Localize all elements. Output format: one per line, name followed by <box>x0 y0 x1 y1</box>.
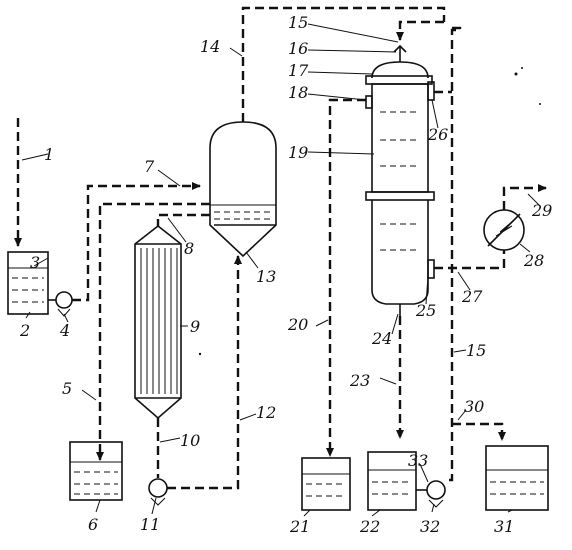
pump-32 <box>426 480 446 508</box>
label-10: 10 <box>180 431 200 450</box>
label-31: 31 <box>494 517 514 536</box>
number-labels: 1 2 3 4 5 6 7 8 9 10 11 12 13 14 15 16 1… <box>19 13 552 536</box>
stream-14-line <box>241 6 446 122</box>
leader-lines <box>21 23 541 517</box>
label-15-top: 15 <box>288 13 308 32</box>
label-15-right: 15 <box>466 341 486 360</box>
separator-13 <box>209 121 277 258</box>
label-20: 20 <box>287 315 308 334</box>
tank-31 <box>485 445 549 511</box>
label-24: 24 <box>371 329 392 348</box>
tank-22 <box>367 451 417 511</box>
distillation-column-19 <box>365 44 435 316</box>
label-32: 32 <box>420 517 440 536</box>
label-29: 29 <box>531 201 552 220</box>
label-18: 18 <box>288 83 308 102</box>
label-4: 4 <box>59 321 70 340</box>
label-6: 6 <box>88 515 98 534</box>
stream-29-line <box>502 184 547 210</box>
label-3: 3 <box>30 253 40 272</box>
stream-27-line <box>434 250 506 270</box>
label-8: 8 <box>184 239 194 258</box>
tank-6 <box>69 441 123 501</box>
label-26: 26 <box>427 125 448 144</box>
label-17: 17 <box>288 61 309 80</box>
stream-30-line <box>452 422 506 441</box>
label-13: 13 <box>256 267 276 286</box>
heat-exchanger-9 <box>134 224 182 420</box>
stream-20-line <box>326 98 366 457</box>
label-21: 21 <box>289 517 310 536</box>
stream-15-top-line <box>396 20 444 41</box>
label-33: 33 <box>408 451 428 470</box>
label-7: 7 <box>144 157 155 176</box>
stream-8-line <box>156 213 210 226</box>
stream-5-line <box>96 202 210 461</box>
label-16: 16 <box>288 39 308 58</box>
stream-7-line <box>72 182 201 302</box>
label-23: 23 <box>349 371 370 390</box>
label-1: 1 <box>44 145 54 164</box>
label-25: 25 <box>415 301 436 320</box>
stream-15-right-line <box>444 26 462 482</box>
pump-11 <box>148 478 168 506</box>
tank-21 <box>301 457 351 511</box>
stream-12-line <box>167 255 242 490</box>
label-5: 5 <box>62 379 72 398</box>
cooler-28 <box>483 209 525 251</box>
label-19: 19 <box>288 143 308 162</box>
label-2: 2 <box>19 321 30 340</box>
specks <box>198 67 541 356</box>
label-30: 30 <box>464 397 484 416</box>
feed-tank-2 <box>7 251 49 315</box>
label-14: 14 <box>200 37 220 56</box>
label-27: 27 <box>461 287 483 306</box>
label-22: 22 <box>359 517 380 536</box>
pump-4 <box>55 291 73 317</box>
label-9: 9 <box>190 317 200 336</box>
label-11: 11 <box>140 515 160 534</box>
label-12: 12 <box>256 403 276 422</box>
label-28: 28 <box>523 251 544 270</box>
